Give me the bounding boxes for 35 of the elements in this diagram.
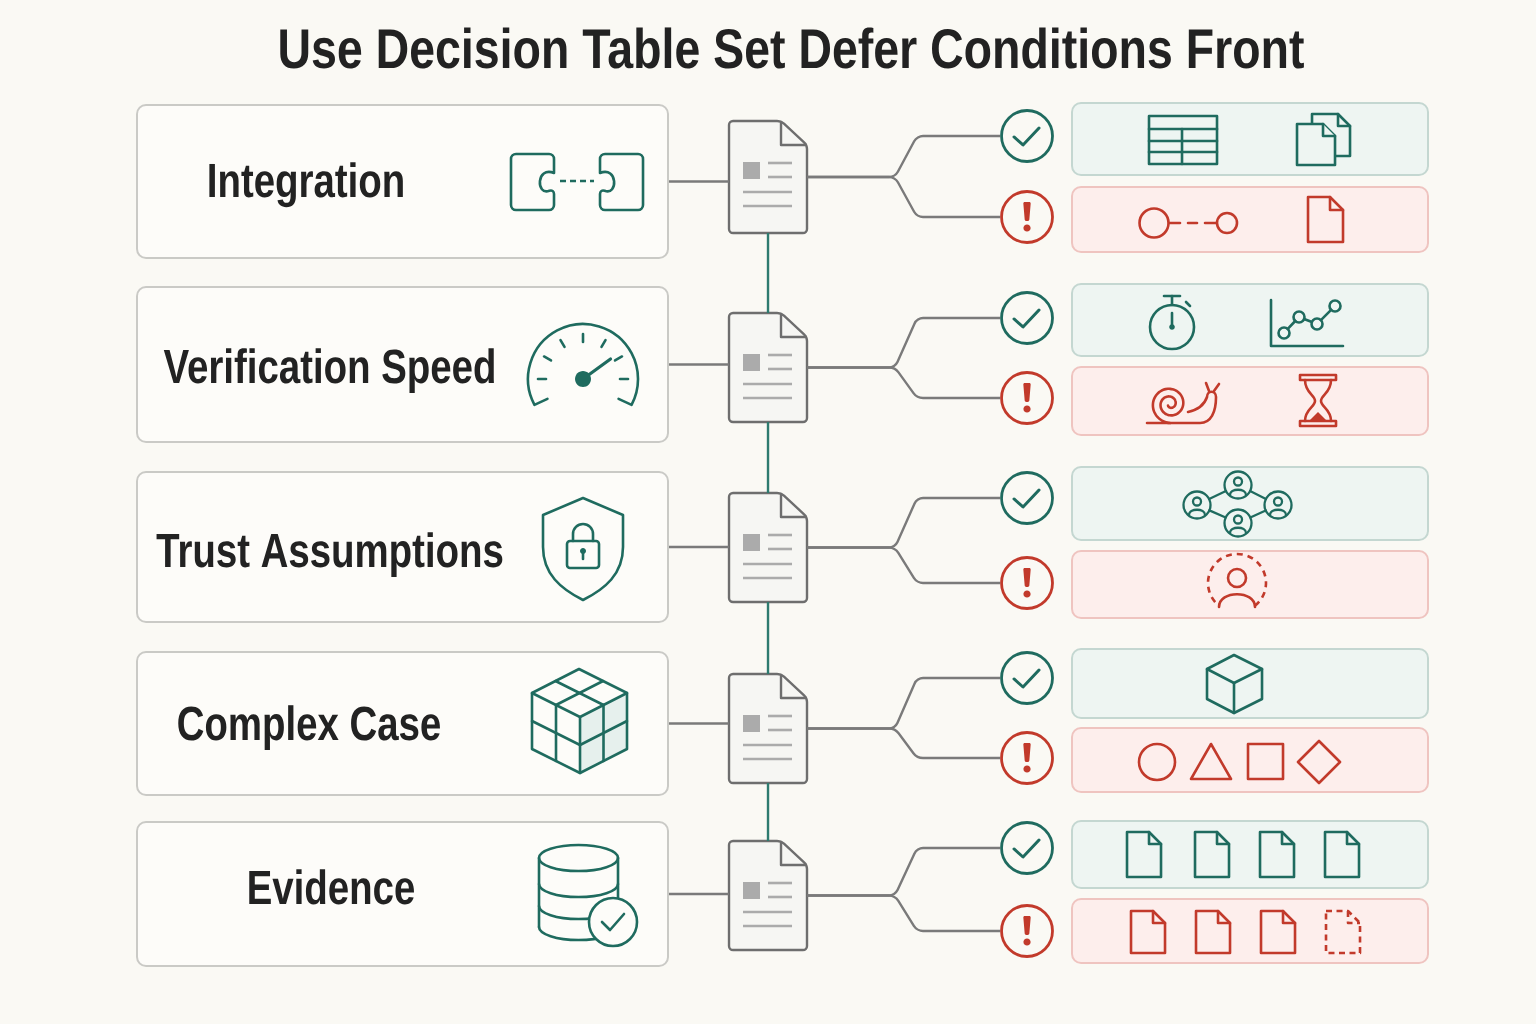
category-box: Evidence	[136, 821, 669, 967]
connector-line	[766, 233, 770, 313]
document-icon	[727, 672, 809, 785]
connector-line	[669, 180, 729, 183]
connector-line	[766, 422, 770, 493]
connector-line	[766, 783, 770, 841]
connector-line	[669, 545, 729, 549]
category-box: Verification Speed	[136, 286, 669, 443]
category-box: Trust Assumptions	[136, 471, 669, 623]
exclamation-circle-icon	[1000, 904, 1054, 958]
check-circle-icon	[1000, 821, 1054, 875]
document-icon	[727, 311, 809, 424]
exclamation-circle-icon	[1000, 371, 1054, 425]
connector-line	[766, 602, 770, 674]
connector-line	[807, 366, 1001, 400]
category-box: Complex Case	[136, 651, 669, 796]
check-circle-icon	[1000, 651, 1054, 705]
check-circle-icon	[1000, 291, 1054, 345]
connector-line	[807, 727, 1001, 760]
connector-line	[669, 363, 729, 366]
document-icon	[727, 491, 809, 604]
exclamation-circle-icon	[1000, 731, 1054, 785]
connector-line	[807, 546, 1001, 585]
connector-line	[807, 894, 1001, 933]
title: Use Decision Table Set Defer Conditions Front	[280, 27, 1304, 69]
document-icon	[727, 119, 809, 235]
exclamation-circle-icon	[1000, 190, 1054, 244]
connector-line	[807, 175, 1001, 219]
category-box: Integration	[136, 104, 669, 259]
exclamation-circle-icon	[1000, 556, 1054, 610]
connector-line	[669, 722, 729, 725]
connector-line	[669, 892, 729, 896]
check-circle-icon	[1000, 471, 1054, 525]
check-circle-icon	[1000, 109, 1054, 163]
document-icon	[727, 839, 809, 952]
